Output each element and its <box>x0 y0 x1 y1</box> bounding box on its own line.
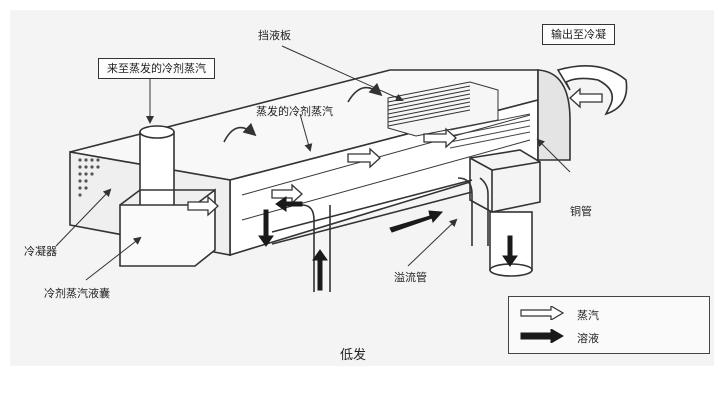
label-evaporated-refrigerant-vapor: 蒸发的冷剂蒸汽 <box>256 105 333 118</box>
legend-label-solution: 溶液 <box>577 332 599 345</box>
label-condenser: 冷凝器 <box>24 245 57 258</box>
copper-tube-bundle <box>449 113 531 149</box>
legend: 蒸汽 溶液 <box>508 296 710 354</box>
legend-label-vapor: 蒸汽 <box>577 309 599 322</box>
circulation-arrows <box>223 82 383 143</box>
leader-lines <box>55 45 571 281</box>
output-curve-arrow <box>556 64 628 116</box>
generator-diagram <box>55 45 628 292</box>
label-vapor-from-evaporator: 来至蒸发的冷剂蒸汽 <box>98 58 215 79</box>
condenser-tube-holes <box>78 158 100 197</box>
vapor-arrows <box>187 87 603 217</box>
label-copper-tube: 铜管 <box>570 205 592 218</box>
solution-arrows <box>258 196 518 291</box>
solution-pipe <box>271 179 473 245</box>
diagram-figure: 来至蒸发的冷剂蒸汽 挡液板 输出至冷凝 蒸发的冷剂蒸汽 铜管 冷凝器 冷剂蒸汽液… <box>10 10 714 366</box>
solid-arrow-icon <box>520 329 564 343</box>
diagram-caption: 低发 <box>340 348 367 363</box>
label-overflow-pipe: 溢流管 <box>394 271 427 284</box>
hollow-arrow-icon <box>520 306 565 320</box>
label-output-to-condenser: 输出至冷凝 <box>542 24 615 45</box>
overflow-pipe <box>301 177 489 292</box>
label-refrigerant-vapor-sac: 冷剂蒸汽液囊 <box>44 287 110 300</box>
label-baffle-plate: 挡液板 <box>258 29 291 42</box>
baffle-plate-stack <box>387 81 499 137</box>
